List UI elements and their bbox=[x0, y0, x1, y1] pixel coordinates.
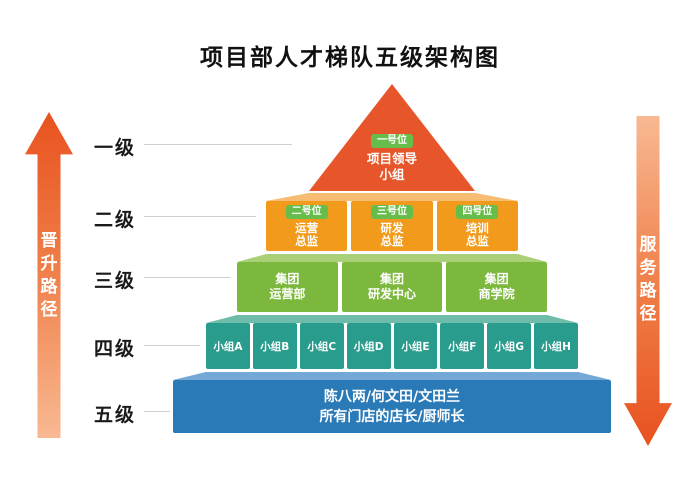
tier3-top-face bbox=[237, 254, 547, 262]
tier4-box-group-b: 小组B bbox=[252, 323, 297, 369]
tier5-base: 陈八两/何文田/文田兰 所有门店的店长/厨师长 bbox=[173, 380, 611, 433]
tier1-badge: 一号位 bbox=[371, 134, 413, 148]
tier3-box3-line2: 商学院 bbox=[478, 287, 515, 301]
tier2-box3-line1: 培训 bbox=[465, 220, 489, 235]
tier2-box-operations: 二号位 运营 总监 bbox=[266, 201, 348, 251]
tier5-line2: 所有门店的店长/厨师长 bbox=[319, 408, 465, 425]
level-5-label: 五级 bbox=[94, 404, 137, 426]
tier3-box1-line1: 集团 bbox=[275, 272, 300, 286]
tier5-line1: 陈八两/何文田/文田兰 bbox=[323, 388, 461, 405]
tier4-box-group-f: 小组F bbox=[440, 323, 485, 369]
tier5-top-face bbox=[173, 372, 611, 380]
tier2-box3-line2: 总监 bbox=[465, 233, 489, 248]
tier4-box-group-a: 小组A bbox=[206, 323, 250, 369]
tier2-row: 二号位 运营 总监 三号位 研发 总监 四号位 培训 总监 bbox=[266, 201, 518, 251]
tier3-box-business-school: 集团 商学院 bbox=[446, 262, 548, 312]
tier1-text-line1: 项目领导 bbox=[366, 151, 417, 166]
tier4-row: 小组A 小组B 小组C 小组D 小组E 小组F 小组G 小组H bbox=[206, 323, 578, 369]
level-1-leader-line bbox=[144, 144, 292, 145]
tier2-box1-line1: 运营 bbox=[295, 220, 319, 235]
tier2-box-training: 四号位 培训 总监 bbox=[436, 201, 518, 251]
level-1-label: 一级 bbox=[94, 137, 137, 159]
tier3-row: 集团 运营部 集团 研发中心 集团 商学院 bbox=[237, 262, 548, 312]
tier2-badge-2: 三号位 bbox=[370, 204, 413, 219]
tier4-box-group-c: 小组C bbox=[299, 323, 344, 369]
tier2-top-face bbox=[266, 193, 518, 201]
tier1-text-line2: 小组 bbox=[379, 167, 405, 182]
level-3-label: 三级 bbox=[94, 270, 137, 292]
tier2-box-rnd: 三号位 研发 总监 bbox=[351, 201, 433, 251]
service-path-label: 服务路径 bbox=[639, 235, 657, 324]
tier4-top-face bbox=[206, 315, 578, 323]
tier4-box-group-d: 小组D bbox=[346, 323, 391, 369]
level-5-leader-line bbox=[144, 411, 170, 412]
level-4-label: 四级 bbox=[94, 338, 137, 360]
level-3-leader-line bbox=[144, 277, 230, 278]
tier4-box-group-h: 小组H bbox=[534, 323, 578, 369]
tier3-box3-line1: 集团 bbox=[484, 272, 509, 286]
tier4-box-group-e: 小组E bbox=[393, 323, 438, 369]
diagram-title: 项目部人才梯队五级架构图 bbox=[200, 45, 500, 71]
tier2-box1-line2: 总监 bbox=[295, 233, 319, 248]
service-path-arrow: 服务路径 bbox=[624, 116, 672, 446]
promotion-path-arrow: 晋升路径 bbox=[25, 112, 73, 438]
level-2-leader-line bbox=[144, 216, 256, 217]
promotion-path-label: 晋升路径 bbox=[40, 231, 58, 320]
tier3-box-rnd-center: 集团 研发中心 bbox=[341, 262, 443, 312]
tier4-box-group-g: 小组G bbox=[487, 323, 532, 369]
tier3-box2-line2: 研发中心 bbox=[368, 287, 417, 301]
tier3-box-operations-dept: 集团 运营部 bbox=[237, 262, 338, 312]
tier3-box1-line2: 运营部 bbox=[269, 287, 306, 301]
tier2-box2-line2: 总监 bbox=[380, 233, 404, 248]
tier2-box2-line1: 研发 bbox=[380, 220, 404, 235]
level-4-leader-line bbox=[144, 345, 200, 346]
tier3-box2-line1: 集团 bbox=[380, 272, 405, 286]
tier2-badge-1: 二号位 bbox=[285, 204, 328, 219]
tier2-badge-3: 四号位 bbox=[456, 204, 499, 219]
level-2-label: 二级 bbox=[94, 209, 137, 231]
tier1-triangle: 一号位 项目领导 小组 bbox=[309, 84, 475, 191]
